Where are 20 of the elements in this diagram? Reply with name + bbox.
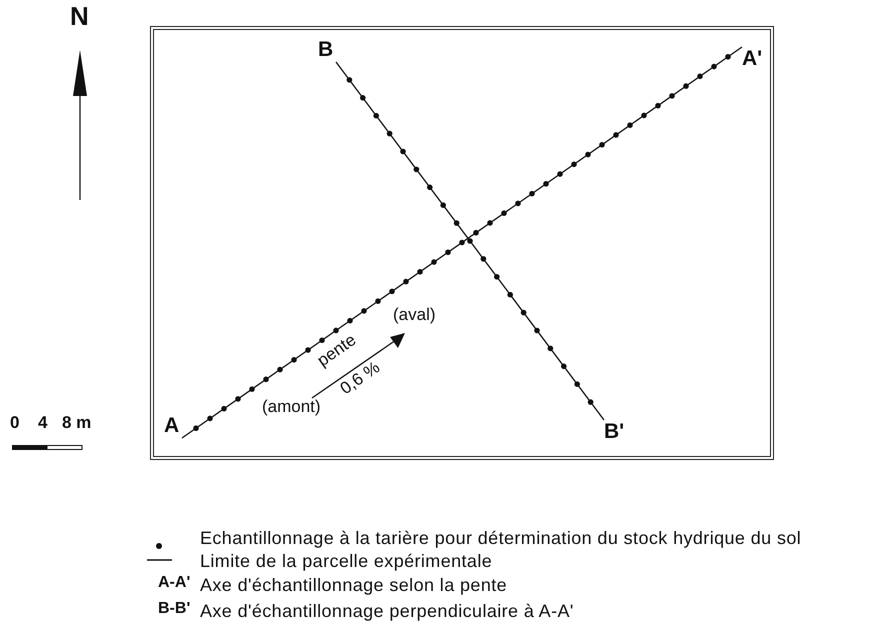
legend-key: A-A' [158,574,190,592]
legend-text: Axe d'échantillonnage perpendiculaire à A-A' [200,601,574,621]
point-label: A' [742,47,762,71]
slope-label: (aval) [393,306,436,325]
scale-label: 8 m [62,414,92,433]
point-label: B' [604,420,624,444]
slope-label: (amont) [262,398,321,417]
legend-text: Echantillonnage à la tarière pour détermination du stock hydrique du sol [200,528,802,548]
legend-text: Axe d'échantillonnage selon la pente [200,575,508,595]
sampling-transect [182,46,742,439]
scale-label: 4 [38,414,48,433]
legend-text: Limite de la parcelle expérimentale [200,551,492,571]
point-label: B [318,38,334,62]
point-label: A [164,414,180,438]
slope-label: 0,6 % [337,358,384,399]
scale-label: 0 [10,414,20,433]
north-label: N [70,2,89,31]
plot-boundary [150,26,774,460]
legend-key: B-B' [158,600,190,618]
sampling-transect [335,62,605,420]
